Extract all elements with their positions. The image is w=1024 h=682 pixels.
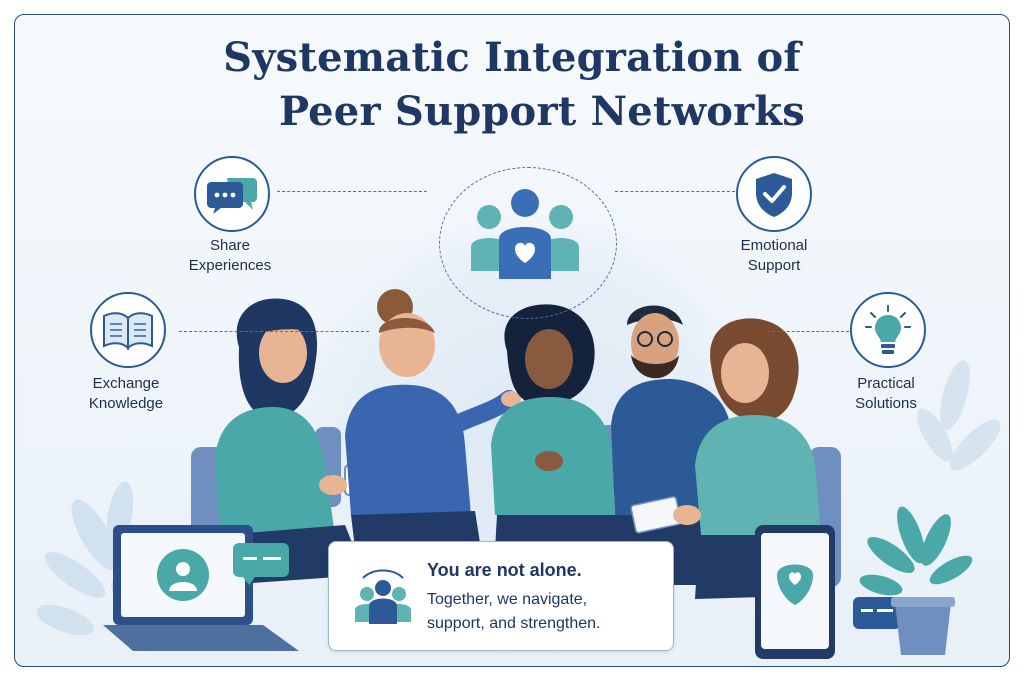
tablet-illustration [755, 525, 901, 659]
exchange-knowledge-label: Exchange Knowledge [88, 375, 164, 412]
page-title-line2: Peer Support Networks [278, 88, 806, 135]
practical-solutions-label: Practical Solutions [855, 375, 917, 412]
message-body: Together, we navigate, support, and stre… [427, 591, 601, 632]
exchange-knowledge-badge [90, 292, 166, 368]
connector-share [277, 191, 427, 192]
connector-emotional [615, 191, 735, 192]
lightbulb-icon [865, 305, 911, 354]
hub-dashed-ring [439, 167, 617, 319]
message-card: You are not alone. Together, we navigate… [328, 541, 674, 651]
connector-exchange [179, 331, 369, 332]
group-heart-icon [471, 189, 579, 279]
page-title-line1: Systematic Integration of [223, 34, 801, 81]
emotional-support-badge [736, 156, 812, 232]
potted-plant-illustration [859, 506, 973, 655]
community-icon [355, 569, 411, 624]
emotional-support-label: Emotional Support [740, 237, 808, 274]
share-experiences-label: Share Experiences [188, 237, 272, 274]
practical-solutions-badge [850, 292, 926, 368]
message-heading: You are not alone. [427, 560, 582, 580]
shield-check-icon [756, 173, 792, 217]
chat-bubbles-icon [207, 178, 257, 214]
open-book-icon [103, 312, 153, 351]
laptop-illustration [103, 525, 299, 651]
plant-right-decoration [917, 360, 1001, 471]
connector-practical [767, 331, 849, 332]
share-experiences-badge [194, 156, 270, 232]
